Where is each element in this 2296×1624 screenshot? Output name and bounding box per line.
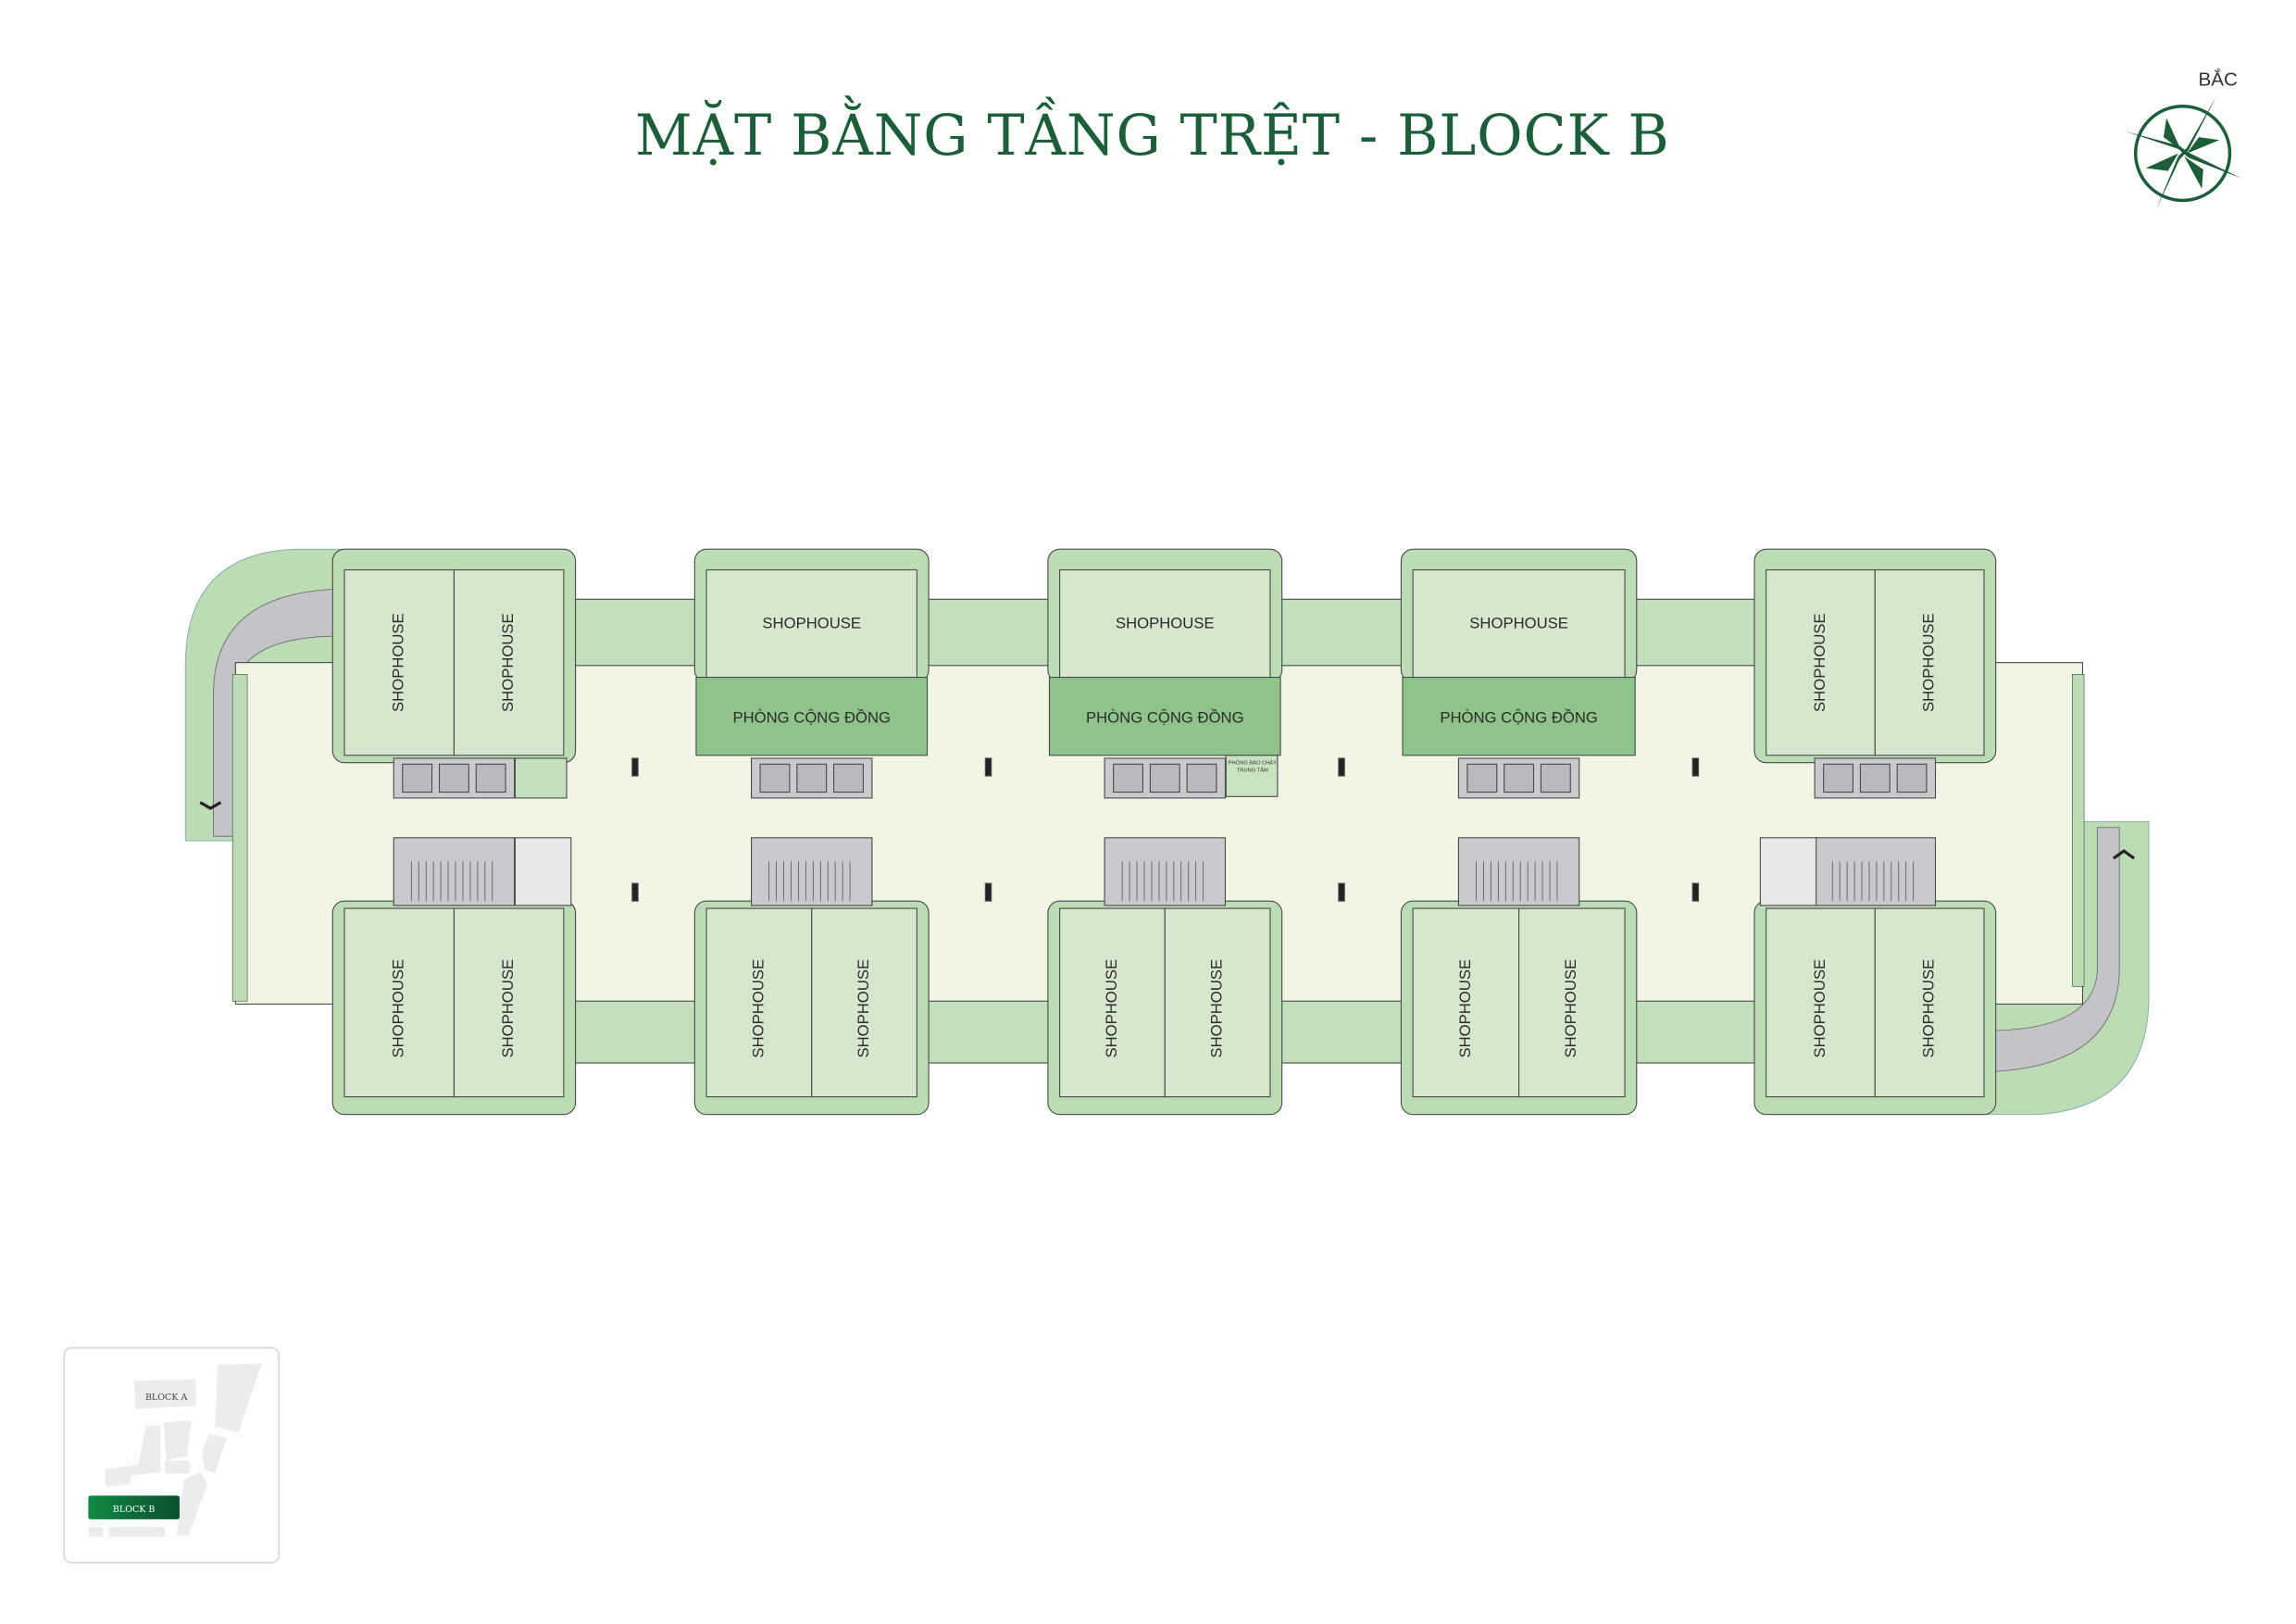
shophouse-label: SHOPHOUSE <box>762 615 861 632</box>
stair-core <box>1457 837 1580 906</box>
elevator-shaft <box>402 763 433 793</box>
key-plan-block-b: BLOCK B <box>113 1505 156 1515</box>
shophouse-label: SHOPHOUSE <box>749 959 767 1058</box>
bottom-bridge-3 <box>1272 1000 1411 1064</box>
right-edge-planter <box>2072 674 2085 987</box>
shophouse-label: SHOPHOUSE <box>1920 959 1938 1058</box>
top-bridge-3 <box>1272 598 1411 667</box>
community-room <box>1402 676 1636 756</box>
elevator-shaft <box>1113 763 1143 793</box>
elevator-shaft <box>796 763 828 793</box>
shophouse-unit <box>1164 907 1271 1098</box>
shophouse-label: SHOPHOUSE <box>1103 959 1120 1058</box>
shophouse-unit <box>1059 907 1166 1098</box>
fire-control-room-label: PHÒNG BÁO CHÁY <box>1229 759 1277 766</box>
right-ramp <box>1986 827 2120 1073</box>
key-plan-site <box>88 1363 262 1537</box>
restroom <box>1759 837 1817 906</box>
shophouse-unit <box>705 907 813 1098</box>
column <box>1691 882 1700 902</box>
shophouse-unit <box>705 568 917 679</box>
shophouse-unit <box>1412 907 1520 1098</box>
shophouse-label: SHOPHOUSE <box>1469 615 1568 632</box>
stair-core <box>1104 837 1227 906</box>
column <box>1338 757 1345 777</box>
shophouse-label: SHOPHOUSE <box>1116 615 1215 632</box>
fire-control-room <box>1225 755 1279 797</box>
key-plan: BLOCK A BLOCK B <box>63 1346 281 1564</box>
fire-control-room-label: TRUNG TÂM <box>1237 767 1268 773</box>
column <box>631 757 639 777</box>
community-room-label: PHÒNG CỘNG ĐỒNG <box>732 708 891 726</box>
shophouse-label: SHOPHOUSE <box>1208 959 1226 1058</box>
bottom-bridge-4 <box>1627 1000 1765 1064</box>
community-room-label: PHÒNG CỘNG ĐỒNG <box>1086 708 1244 726</box>
column <box>984 757 992 777</box>
stair-core <box>393 837 516 906</box>
elevator-shaft <box>475 763 506 793</box>
elevator-shaft <box>833 763 864 793</box>
shophouse-label: SHOPHOUSE <box>1562 959 1579 1058</box>
shophouse-label: SHOPHOUSE <box>1456 959 1474 1058</box>
shophouse-unit <box>1518 907 1626 1098</box>
key-plan-block-b-highlight <box>88 1495 180 1519</box>
shophouse-unit <box>1412 568 1626 679</box>
top-bridge-2 <box>919 598 1057 667</box>
shophouse-label: SHOPHOUSE <box>499 613 517 712</box>
shophouse-unit <box>453 568 565 756</box>
column <box>1338 882 1345 902</box>
left-ramp <box>213 588 343 837</box>
elevator-shaft <box>1186 763 1217 793</box>
shophouse-unit <box>1874 907 1985 1098</box>
shophouse-unit <box>1874 568 1985 756</box>
shophouse-unit <box>1766 907 1876 1098</box>
community-room-label: PHÒNG CỘNG ĐỒNG <box>1440 708 1598 726</box>
stair-core <box>1814 837 1937 906</box>
community-room <box>1048 676 1281 756</box>
shophouse-label: SHOPHOUSE <box>390 613 407 712</box>
shophouse-label: SHOPHOUSE <box>1811 959 1828 1058</box>
shophouse-label: SHOPHOUSE <box>1920 613 1938 712</box>
elevator-shaft <box>759 763 791 793</box>
elevator-shaft <box>438 763 469 793</box>
elevator-shaft <box>1540 763 1571 793</box>
restroom <box>514 837 572 906</box>
page-title: MẶT BẰNG TẦNG TRỆT - BLOCK B <box>635 96 1670 169</box>
top-bridge-1 <box>566 598 705 667</box>
left-edge-planter <box>231 674 248 1002</box>
shophouse-unit <box>811 907 917 1098</box>
shophouse-label: SHOPHOUSE <box>390 959 407 1058</box>
shophouse-label: SHOPHOUSE <box>499 959 517 1058</box>
top-bridge-4 <box>1627 598 1765 667</box>
column <box>1691 757 1700 777</box>
shophouse-label: SHOPHOUSE <box>855 959 872 1058</box>
elevator-shaft <box>1859 763 1890 793</box>
shophouse-unit <box>1059 568 1271 679</box>
elevator-shaft <box>1149 763 1180 793</box>
service-room <box>514 757 568 799</box>
column <box>631 882 639 902</box>
elevator-shaft <box>1466 763 1498 793</box>
elevator-shaft <box>1896 763 1928 793</box>
north-compass: BẮC <box>2125 68 2242 209</box>
block-b-ground-floor: SHOPHOUSE SHOPHOUSE SHOPHOUSE SHOPHOUSE SHOP… <box>184 548 2150 1116</box>
elevator-shaft <box>1504 763 1535 793</box>
bottom-bridge-1 <box>566 1000 705 1064</box>
key-plan-block-a: BLOCK A <box>145 1393 188 1403</box>
column <box>984 882 992 902</box>
shophouse-unit <box>1766 568 1876 756</box>
ramp-down-arrow-icon <box>199 801 222 810</box>
ramp-up-arrow-icon <box>2112 849 2136 860</box>
shophouse-unit <box>453 907 565 1098</box>
bottom-bridge-2 <box>919 1000 1057 1064</box>
shophouse-unit <box>343 568 455 756</box>
north-label: BẮC <box>2199 68 2239 90</box>
elevator-shaft <box>1823 763 1854 793</box>
stair-core <box>751 837 873 906</box>
community-room <box>695 676 929 756</box>
shophouse-label: SHOPHOUSE <box>1811 613 1828 712</box>
compass-rose-icon <box>2125 95 2242 209</box>
